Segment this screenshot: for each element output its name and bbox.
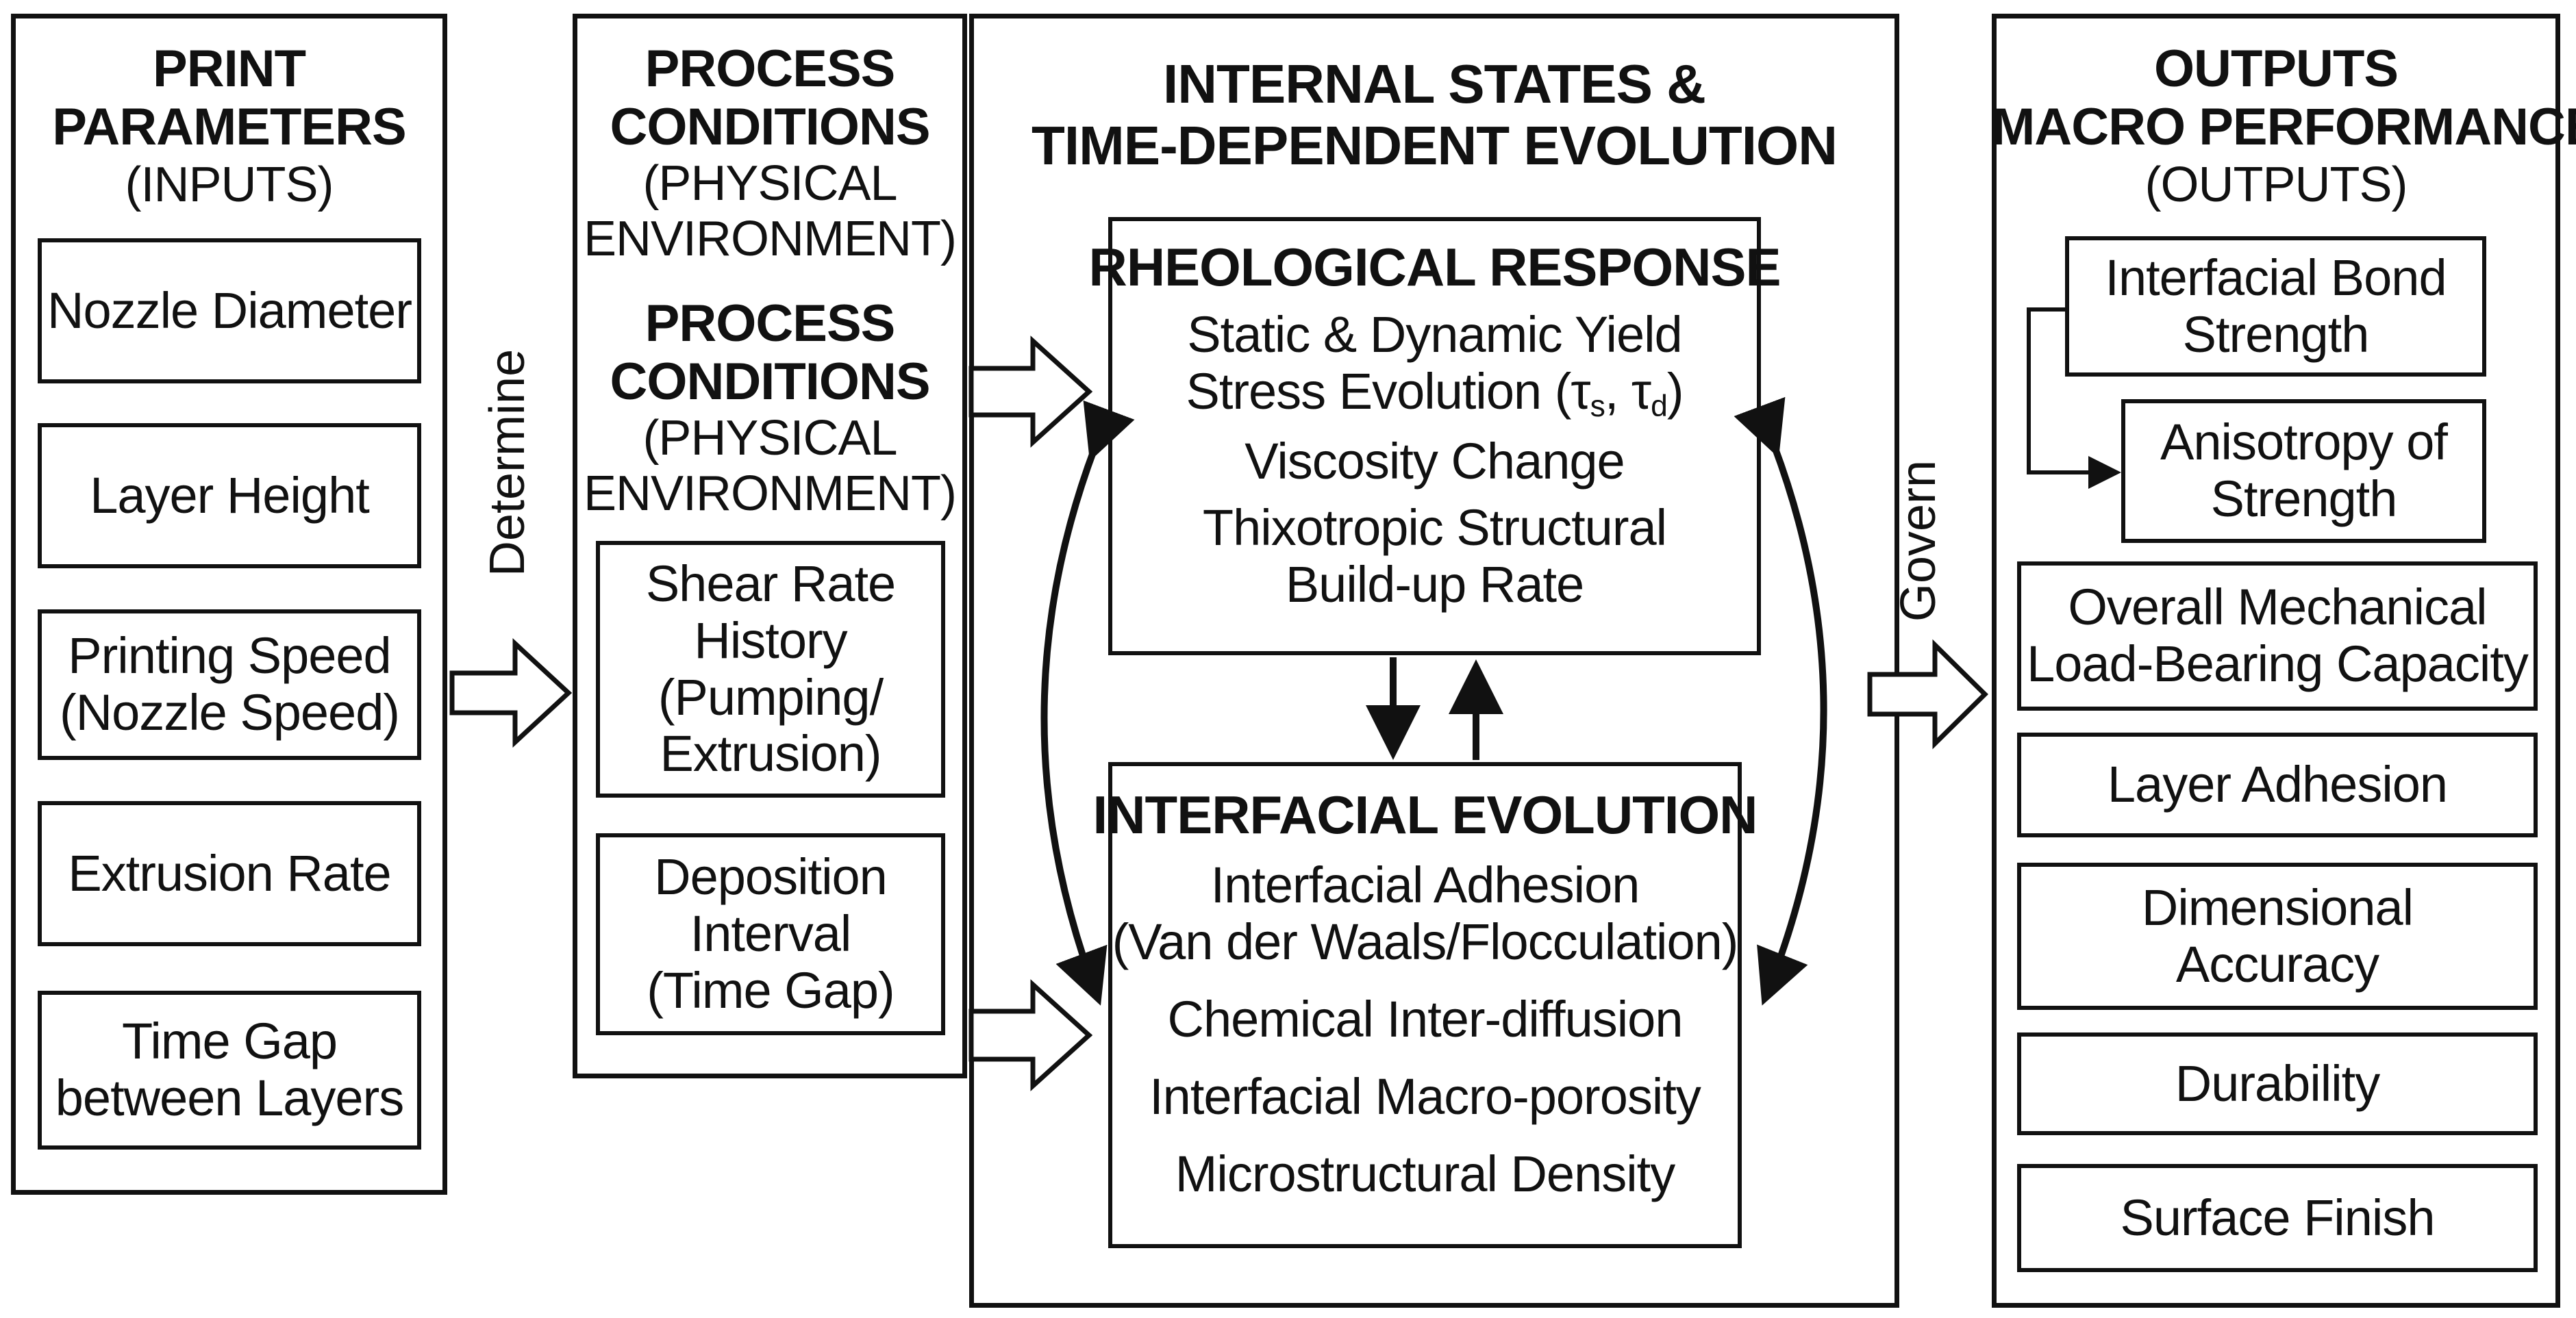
output-durability: Durability xyxy=(2017,1032,2538,1135)
deposition-interval-box: Deposition Interval (Time Gap) xyxy=(596,833,945,1035)
durability-label: Durability xyxy=(2175,1054,2380,1112)
surface-finish-label: Surface Finish xyxy=(2120,1189,2436,1246)
rheo-item-yield-line1: Static & Dynamic Yield xyxy=(1187,306,1682,364)
internal-states-title: INTERNAL STATES & TIME-DEPENDENT EVOLUTI… xyxy=(969,53,1899,176)
param-time-gap-line2: between Layers xyxy=(55,1069,404,1126)
param-printing-speed-line2: (Nozzle Speed) xyxy=(59,684,400,741)
deposition-line3: (Time Gap) xyxy=(647,961,895,1019)
param-extrusion-rate: Extrusion Rate xyxy=(38,801,421,946)
determine-block-arrow xyxy=(449,638,573,748)
param-layer-height-label: Layer Height xyxy=(90,466,370,524)
process-conditions-heading-a: PROCESS CONDITIONS xyxy=(573,40,967,156)
aniso-line2: Strength xyxy=(2210,470,2398,527)
dimensional-line2: Accuracy xyxy=(2175,935,2379,993)
rheological-response-title: RHEOLOGICAL RESPONSE xyxy=(1088,237,1781,297)
process-subheading-a-line1: (PHYSICAL xyxy=(642,156,897,211)
process-heading-a-line1: PROCESS xyxy=(645,40,896,98)
inter-item-adhesion-line1: Interfacial Adhesion xyxy=(1210,857,1640,914)
determine-label: Determine xyxy=(480,348,535,576)
output-dimensional-accuracy: Dimensional Accuracy xyxy=(2017,863,2538,1010)
shear-line2: History xyxy=(694,611,847,669)
outputs-title-line2: MACRO PERFORMANCE xyxy=(1992,98,2576,157)
inter-item-diffusion: Chemical Inter-diffusion xyxy=(1167,991,1684,1048)
outputs-title-line1: OUTPUTS xyxy=(2153,40,2399,98)
output-surface-finish: Surface Finish xyxy=(2017,1164,2538,1272)
rheo-item-viscosity: Viscosity Change xyxy=(1245,433,1625,490)
aniso-line1: Anisotropy of xyxy=(2160,414,2448,471)
outputs-title: OUTPUTS MACRO PERFORMANCE xyxy=(1992,40,2576,157)
overall-line2: Load-Bearing Capacity xyxy=(2027,635,2529,692)
overall-line1: Overall Mechanical xyxy=(2068,579,2487,636)
process-heading-a-line2: CONDITIONS xyxy=(610,98,930,157)
output-anisotropy-of-strength: Anisotropy of Strength xyxy=(2121,399,2486,543)
inter-item-adhesion-line2: (Van der Waals/Flocculation) xyxy=(1112,913,1739,971)
process-subheading-a-line2: ENVIRONMENT) xyxy=(584,211,957,266)
print-parameters-title-line2: PARAMETERS xyxy=(52,98,406,157)
deposition-line2: Interval xyxy=(690,905,852,963)
shear-line3: (Pumping/ xyxy=(658,668,884,726)
rheo-item-thixotropic-line2: Build-up Rate xyxy=(1285,555,1584,613)
print-parameters-title-line1: PRINT xyxy=(153,40,306,98)
interfacial-evolution-title: INTERFACIAL EVOLUTION xyxy=(1092,785,1758,845)
process-heading-b-line2: CONDITIONS xyxy=(610,353,930,411)
param-nozzle-diameter: Nozzle Diameter xyxy=(38,238,421,383)
process-conditions-subheading-a: (PHYSICAL ENVIRONMENT) xyxy=(573,156,967,266)
process-conditions-heading-b: PROCESS CONDITIONS xyxy=(573,294,967,411)
output-overall-mechanical: Overall Mechanical Load-Bearing Capacity xyxy=(2017,561,2538,711)
output-interfacial-bond-strength: Interfacial Bond Strength xyxy=(2065,236,2486,377)
param-time-gap-line1: Time Gap xyxy=(121,1013,338,1070)
interfacial-evolution-box: INTERFACIAL EVOLUTION Interfacial Adhesi… xyxy=(1093,762,1758,1248)
shear-line4: Extrusion) xyxy=(660,725,881,783)
print-parameters-title: PRINT PARAMETERS xyxy=(11,40,447,156)
deposition-line1: Deposition xyxy=(654,848,888,906)
shear-rate-history-box: Shear Rate History (Pumping/ Extrusion) xyxy=(596,541,945,798)
param-time-gap: Time Gap between Layers xyxy=(38,991,421,1150)
print-parameters-subtitle: (INPUTS) xyxy=(125,157,334,212)
param-printing-speed-line1: Printing Speed xyxy=(68,627,391,685)
rheo-item-yield-line2: Stress Evolution (τs, τd) xyxy=(1186,363,1684,424)
layer-adhesion-label: Layer Adhesion xyxy=(2107,756,2448,813)
dimensional-line1: Dimensional xyxy=(2141,878,2414,936)
process-conditions-subheading-b: (PHYSICAL ENVIRONMENT) xyxy=(573,411,967,521)
rheo-item-thixotropic-line1: Thixotropic Structural xyxy=(1202,498,1667,556)
internal-title-line1: INTERNAL STATES & xyxy=(1163,53,1706,114)
param-printing-speed: Printing Speed (Nozzle Speed) xyxy=(38,609,421,760)
param-nozzle-diameter-label: Nozzle Diameter xyxy=(47,281,412,339)
param-extrusion-rate-label: Extrusion Rate xyxy=(68,844,391,902)
internal-title-line2: TIME-DEPENDENT EVOLUTION xyxy=(1031,114,1838,176)
process-subheading-b-line2: ENVIRONMENT) xyxy=(584,466,957,521)
param-layer-height: Layer Height xyxy=(38,423,421,568)
rheological-response-box: RHEOLOGICAL RESPONSE Static & Dynamic Yi… xyxy=(1088,217,1781,655)
process-subheading-b-line1: (PHYSICAL xyxy=(642,411,897,466)
bond-line2: Strength xyxy=(2182,305,2370,363)
process-heading-b-line1: PROCESS xyxy=(645,294,896,353)
output-layer-adhesion: Layer Adhesion xyxy=(2017,733,2538,837)
inter-item-porosity: Interfacial Macro-porosity xyxy=(1149,1067,1701,1125)
bond-line1: Interfacial Bond xyxy=(2105,249,2447,306)
govern-label: Govern xyxy=(1891,459,1946,622)
inter-item-density: Microstructural Density xyxy=(1175,1145,1676,1202)
outputs-subtitle: (OUTPUTS) xyxy=(2144,157,2408,212)
shear-line1: Shear Rate xyxy=(645,555,896,612)
